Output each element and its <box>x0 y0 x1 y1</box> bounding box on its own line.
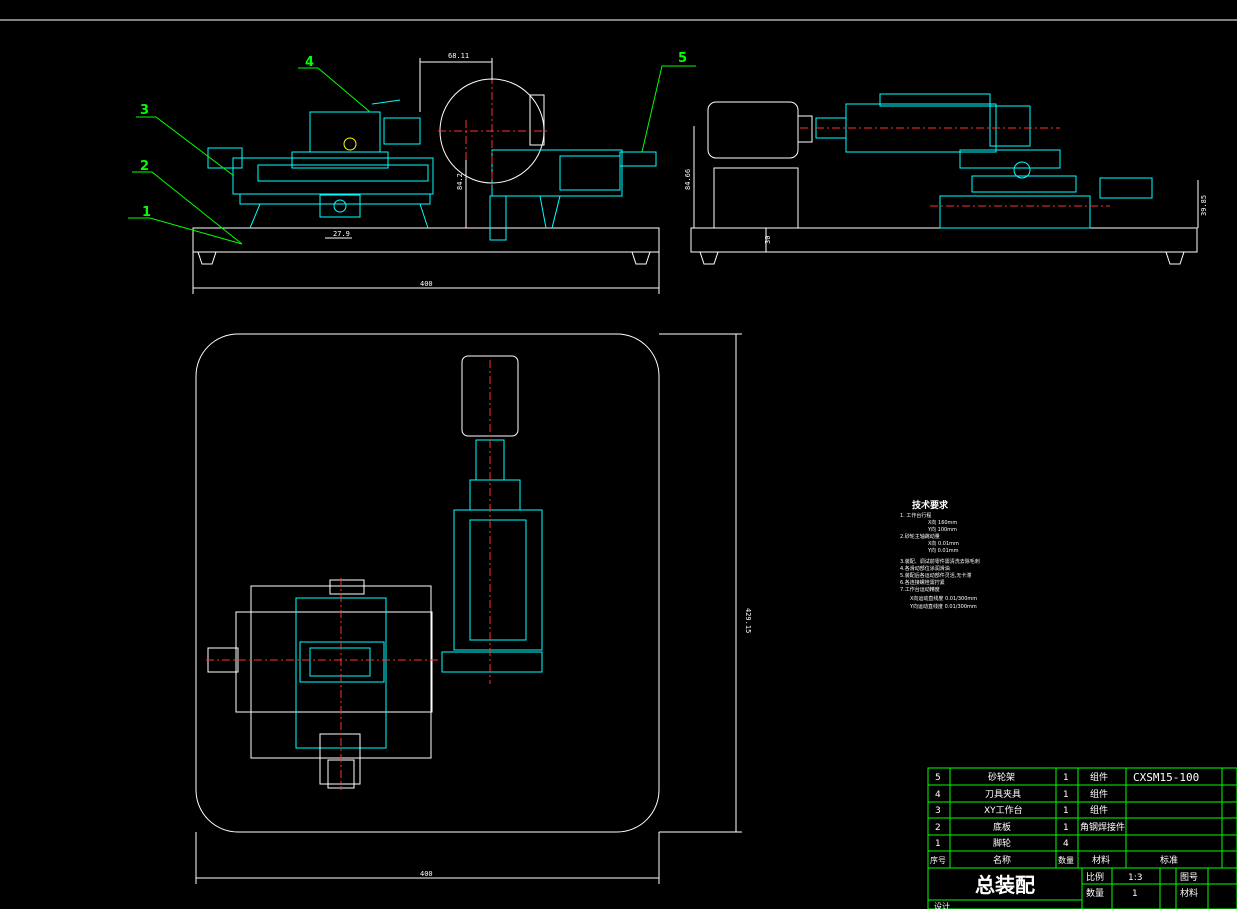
part-4-qty: 1 <box>1063 790 1069 800</box>
technical-requirements: 技术要求 1. 工作台行程 X向 160mm Y向 100mm 2.砂轮主轴跳动… <box>900 499 980 610</box>
part-5-qty: 1 <box>1063 773 1069 783</box>
callout-4: 4 <box>305 55 314 70</box>
side-motor <box>707 101 799 159</box>
front-foot-left <box>197 251 217 265</box>
side-xy-table <box>971 175 1077 193</box>
tech-req-line: 7.工作台运动精度 <box>900 586 940 593</box>
part-2-material: 角钢焊接件 <box>1080 821 1125 833</box>
tech-req-line: 5.装配后各运动部件灵活,无卡滞 <box>900 572 971 579</box>
header-material: 材料 <box>1092 854 1110 866</box>
scale-value: 1:3 <box>1128 873 1142 883</box>
part-3-name: XY工作台 <box>984 804 1023 816</box>
dim-side-base: 30 <box>764 236 772 244</box>
dim-plan-width: 400 <box>420 870 433 878</box>
title-block: 5 砂轮架 1 组件 CXSM15-100 4 刀具夹具 1 组件 3 XY工作… <box>927 767 1237 909</box>
front-tool-fixture <box>309 111 381 153</box>
tech-req-line: Y向 0.01mm <box>927 547 959 554</box>
tech-req-title: 技术要求 <box>912 499 949 511</box>
tech-req-line: 2.砂轮主轴跳动量 <box>900 533 940 540</box>
tech-req-line: Y向运动直线度 0.01/300mm <box>909 603 977 610</box>
front-xy-table <box>232 157 434 195</box>
tech-req-line: X向运动直线度 0.01/300mm <box>910 595 977 602</box>
front-foot-right <box>631 251 651 265</box>
scale-label: 比例 <box>1086 871 1104 883</box>
tech-req-line: 4.各滑动部位涂润滑油 <box>900 565 950 572</box>
material-label: 材料 <box>1180 887 1198 899</box>
callout-5: 5 <box>678 51 687 66</box>
plan-base-plate <box>195 333 660 833</box>
callout-2: 2 <box>140 159 149 174</box>
dim-front-height: 84.2 <box>456 173 464 190</box>
part-1-no: 1 <box>935 839 941 849</box>
part-3-qty: 1 <box>1063 806 1069 816</box>
dim-side-right: 39.85 <box>1200 195 1208 216</box>
part-3-no: 3 <box>935 806 941 816</box>
plan-spindle-housing <box>453 509 543 651</box>
tech-req-line: 1. 工作台行程 <box>900 512 931 519</box>
callout-3: 3 <box>140 103 149 118</box>
part-5-name: 砂轮架 <box>988 771 1015 783</box>
dim-plan-height: 429.15 <box>744 608 752 633</box>
plan-view <box>195 333 742 884</box>
dim-front-slot: 27.9 <box>333 230 350 238</box>
quantity-label: 数量 <box>1086 887 1104 899</box>
part-1-name: 脚轮 <box>993 837 1011 849</box>
tech-req-line: 6.各连接螺栓需拧紧 <box>900 579 945 586</box>
part-2-name: 底板 <box>993 821 1011 833</box>
part-4-no: 4 <box>935 790 941 800</box>
part-5-material: 组件 <box>1090 771 1108 783</box>
designer-label: 设计 <box>934 901 950 909</box>
front-view <box>192 58 660 294</box>
quantity-value: 1 <box>1132 889 1138 899</box>
dim-front-top: 68.11 <box>448 52 469 60</box>
part-2-no: 2 <box>935 823 941 833</box>
part-5-note: CXSM15-100 <box>1133 771 1199 784</box>
dim-front-width: 400 <box>420 280 433 288</box>
part-4-name: 刀具夹具 <box>985 788 1021 800</box>
callout-leaders <box>128 65 696 245</box>
front-wheel-stand <box>491 149 623 197</box>
tech-req-line: 3.装配、调试前零件需清洗去除毛刺 <box>900 558 980 565</box>
header-name: 名称 <box>993 854 1011 866</box>
tech-req-line: X向 0.01mm <box>928 540 959 547</box>
front-base-plate <box>192 227 660 253</box>
dim-side-height: 84.66 <box>684 169 692 190</box>
part-5-no: 5 <box>935 773 941 783</box>
drawing-no-label: 图号 <box>1180 872 1198 883</box>
part-4-material: 组件 <box>1090 788 1108 800</box>
part-3-material: 组件 <box>1090 804 1108 816</box>
header-qty: 数量 <box>1058 855 1074 865</box>
drawing-title: 总装配 <box>975 873 1035 897</box>
header-note: 标准 <box>1160 854 1178 866</box>
tech-req-line: Y向 100mm <box>927 526 957 533</box>
tech-req-line: X向 160mm <box>928 519 957 526</box>
side-view <box>690 93 1199 265</box>
header-no: 序号 <box>930 855 946 865</box>
callout-1: 1 <box>142 205 151 220</box>
part-1-qty: 4 <box>1063 839 1069 849</box>
side-motor-pedestal <box>713 167 799 229</box>
part-2-qty: 1 <box>1063 823 1069 833</box>
